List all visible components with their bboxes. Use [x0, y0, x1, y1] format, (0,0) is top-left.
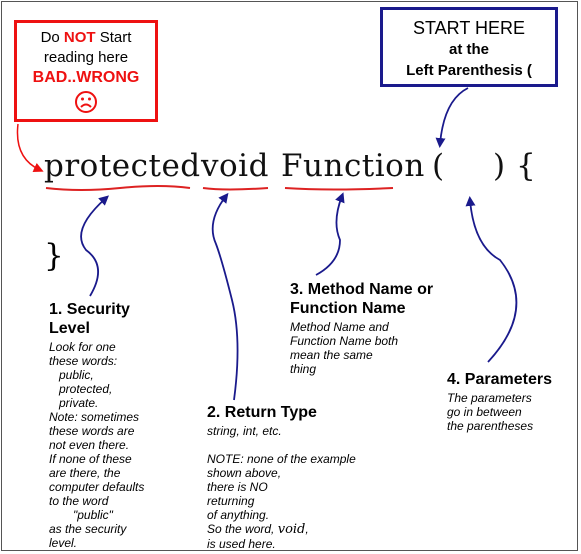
- red-box-line1: Do NOT Start: [40, 29, 132, 46]
- underline-void: [202, 187, 269, 191]
- return-type-arrow: [211, 192, 239, 401]
- frown-face-icon: [75, 91, 97, 113]
- red-box-line3: BAD..WRONG: [32, 69, 140, 86]
- code-open-paren: (: [432, 148, 445, 184]
- code-void: void: [201, 148, 269, 184]
- security-heading-1: 1. Security: [49, 301, 130, 318]
- annotation-method-name: 3. Method Name or Function Name Method N…: [290, 280, 433, 376]
- method-heading-2: Function Name: [290, 300, 406, 317]
- underline-function: [284, 187, 394, 191]
- method-heading-1: 3. Method Name or: [290, 281, 434, 298]
- red-box-line2: reading here: [43, 49, 129, 66]
- security-arrow: [80, 195, 109, 297]
- start-here-box: START HERE at the Left Parenthesis (: [380, 7, 558, 87]
- annotation-parameters: 4. Parameters The parameters go in betwe…: [447, 370, 552, 433]
- return-type-description: string, int, etc.: [207, 424, 282, 438]
- start-arrow: [435, 87, 469, 148]
- annotation-security-level: 1. Security Level Look for one these wor…: [49, 300, 144, 550]
- return-type-heading: 2. Return Type: [207, 404, 317, 421]
- parameters-heading: 4. Parameters: [447, 371, 552, 388]
- do-not-start-box: Do NOT Start reading here BAD..WRONG: [14, 20, 158, 122]
- return-type-note: NOTE: none of the example shown above, t…: [207, 452, 356, 551]
- method-name-arrow: [315, 192, 345, 276]
- code-protected: protected: [44, 148, 201, 184]
- parameters-description: The parameters go in between the parenth…: [447, 391, 534, 433]
- underline-protected: [45, 185, 191, 191]
- method-description: Method Name and Function Name both mean …: [290, 320, 399, 376]
- annotation-return-type: 2. Return Type string, int, etc. NOTE: n…: [207, 403, 356, 551]
- code-close-brace: }: [44, 238, 64, 274]
- code-close-paren-brace: ) {: [493, 148, 537, 184]
- parameters-arrow: [465, 196, 518, 363]
- void-word: void: [277, 522, 306, 537]
- security-heading-2: Level: [49, 320, 90, 337]
- code-function: Function: [281, 148, 425, 184]
- security-description: Look for one these words: public, protec…: [49, 340, 145, 550]
- blue-box-line3: Left Parenthesis (: [406, 62, 532, 79]
- red-arrow: [16, 123, 44, 173]
- blue-box-line1: START HERE: [412, 18, 526, 38]
- blue-box-line2: at the: [448, 41, 489, 58]
